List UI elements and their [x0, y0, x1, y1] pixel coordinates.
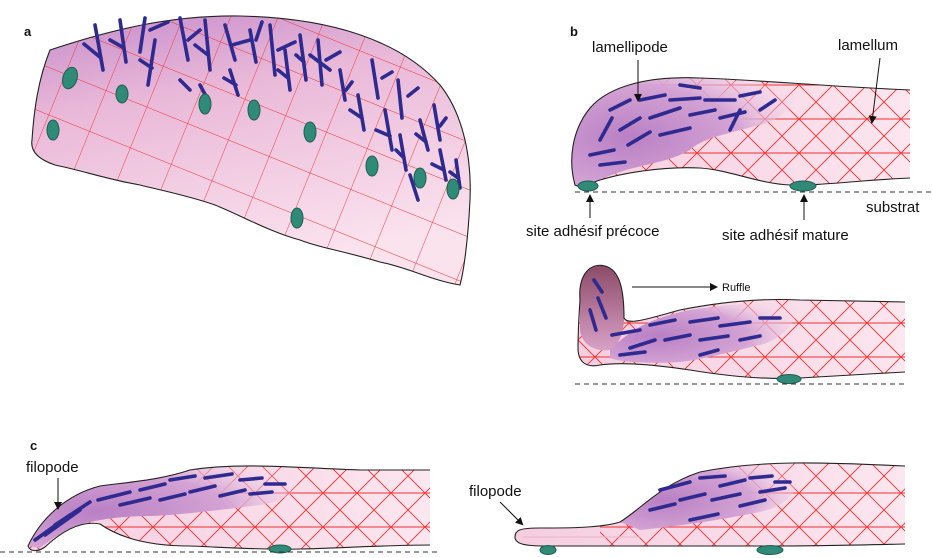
panel-c-cell-right — [515, 455, 910, 555]
label-lamellipode: lamellipode — [592, 39, 668, 56]
panel-a-letter: a — [24, 24, 32, 39]
panel-a: a — [0, 0, 480, 300]
label-lamellum: lamellum — [838, 37, 898, 54]
mature-adhesion-site — [790, 181, 816, 191]
label-ruffle: Ruffle — [722, 282, 751, 294]
label-early-site: site adhésif précoce — [526, 223, 659, 240]
panel-b-cell-ruffle — [570, 260, 915, 385]
label-substrat: substrat — [866, 199, 920, 216]
actin-mesh-a — [0, 0, 480, 300]
adhesion-site-b2 — [777, 375, 801, 384]
panel-c-letter: c — [30, 438, 37, 453]
panel-b-letter: b — [570, 24, 578, 39]
panel-c: c — [0, 438, 910, 555]
adhesion-site-c2a — [540, 546, 556, 555]
arrow-filopode-right — [500, 502, 522, 524]
early-adhesion-site — [578, 181, 598, 191]
label-mature-site: site adhésif mature — [722, 227, 849, 244]
panel-b-cell-top — [560, 70, 933, 200]
adhesion-site-c2b — [757, 546, 783, 555]
label-filopode-left: filopode — [26, 459, 79, 476]
panel-a-cell — [0, 0, 480, 300]
label-filopode-right: filopode — [469, 483, 522, 500]
panel-b: b — [526, 24, 933, 385]
